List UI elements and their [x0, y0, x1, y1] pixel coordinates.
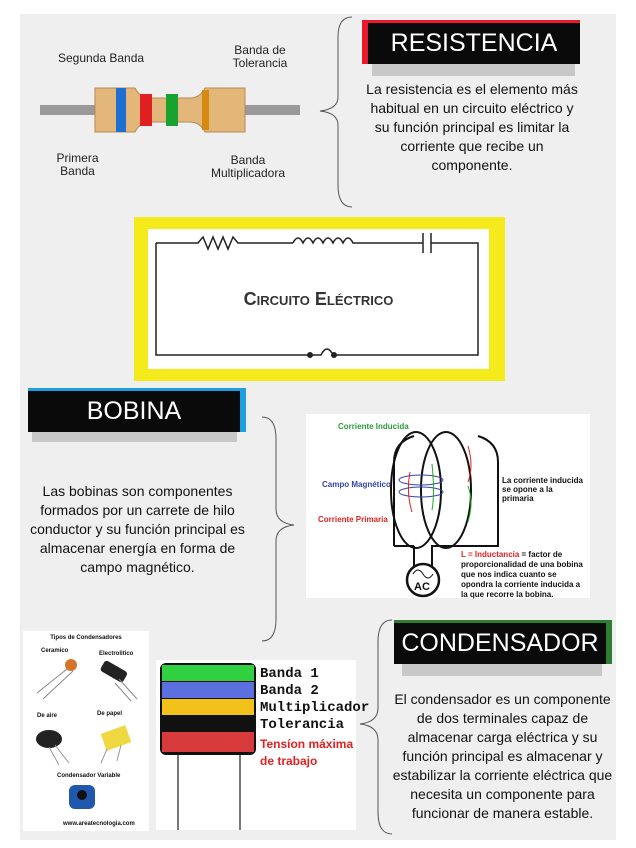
- label-primera-banda: Primera Banda: [56, 151, 99, 178]
- label-tolerancia: Banda de Tolerancia: [232, 43, 288, 70]
- tipos-title: Tipos de Condensadores: [50, 635, 122, 641]
- label-campo-magnetico: Campo Magnético: [322, 480, 391, 489]
- label-segunda-banda: Segunda Banda: [58, 51, 145, 65]
- label-ac: AC: [414, 581, 430, 593]
- label-multiplicadora: Banda Multiplicadora: [210, 153, 286, 180]
- capacitor-types-image: Tipos de Condensadores Ceramico Electrol…: [23, 631, 149, 831]
- band-label: Multiplicador: [260, 700, 370, 716]
- label-corriente-inducida: Corriente Inducida: [338, 422, 409, 431]
- brace-divider: [261, 416, 295, 642]
- label-variable: Condensador Variable: [57, 773, 121, 779]
- resistencia-text: La resistencia es el elemento más habitu…: [366, 81, 578, 173]
- inductor-diagram: Corriente Inducida Campo Magnético Corri…: [306, 414, 590, 599]
- condensador-text: El condensador es un componente de dos t…: [392, 691, 613, 821]
- tension-label: Tensíon máxima de trabajo: [260, 737, 354, 768]
- inductancia-label: L = Inductancia: [461, 550, 520, 559]
- band-labels: Banda 1 Banda 2 Multiplicador Tolerancia: [260, 666, 369, 734]
- label-electrolitico: Electrolitico: [99, 651, 134, 657]
- condensador-title: CONDENSADOR: [394, 620, 612, 664]
- label-corriente-primaria: Corriente Primaria: [318, 515, 388, 524]
- band-label: Banda 2: [260, 683, 319, 699]
- resistencia-title: RESISTENCIA: [362, 20, 580, 64]
- bobina-title: BOBINA: [28, 388, 246, 432]
- circuit-diagram: [155, 233, 479, 358]
- label-opone: La corriente inducida se opone a la prim…: [502, 476, 583, 503]
- capacitor-bands-image: Banda 1 Banda 2 Multiplicador Tolerancia…: [156, 660, 369, 830]
- brace-divider: [319, 16, 353, 208]
- label-ceramico: Ceramico: [41, 648, 69, 654]
- brace-divider: [359, 619, 393, 835]
- band-label: Tolerancia: [260, 717, 345, 733]
- bobina-text: Las bobinas son componentes formados por…: [30, 483, 245, 575]
- inductancia-text: = factor de proporcionalidad de una bobi…: [461, 550, 583, 599]
- circuit-title: Circuito Eléctrico: [243, 289, 394, 309]
- circuit-frame: Circuito Eléctrico: [134, 217, 505, 381]
- label-aire: De aire: [37, 713, 58, 719]
- label-web: www.areatecnologia.com: [63, 821, 135, 827]
- resistor-illustration: [40, 87, 300, 133]
- band-label: Banda 1: [260, 666, 319, 682]
- label-papel: De papel: [97, 711, 123, 717]
